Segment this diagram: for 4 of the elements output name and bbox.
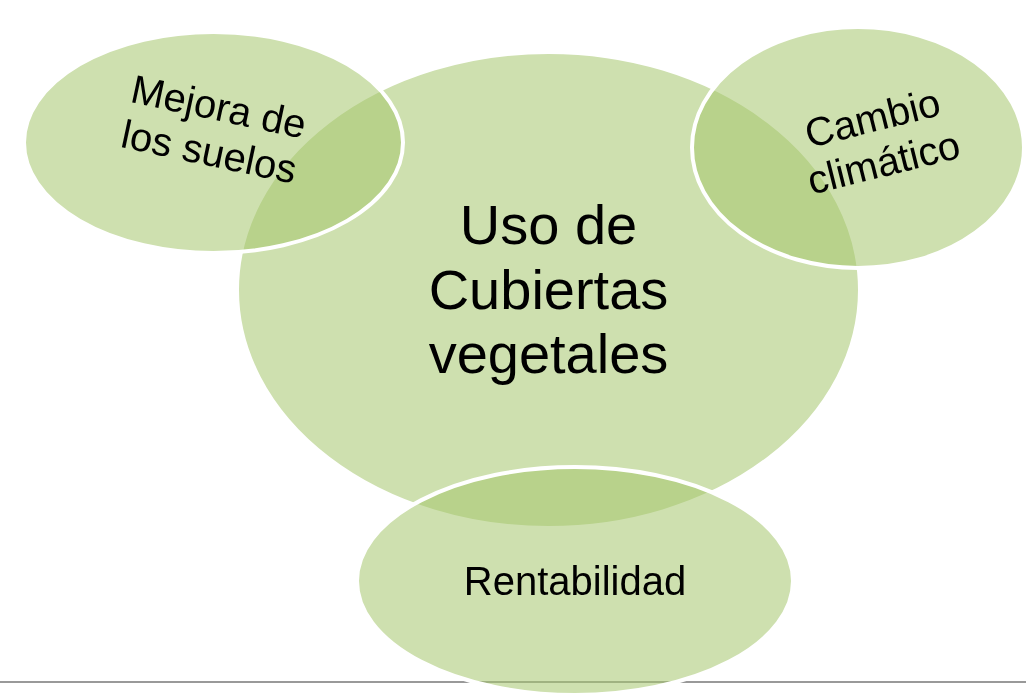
node-label: Uso de Cubiertas vegetales (427, 193, 670, 387)
node-label: Mejora de los suelos (116, 65, 311, 193)
node-label: Rentabilidad (462, 558, 688, 604)
node-label: Cambio climático (799, 78, 966, 204)
